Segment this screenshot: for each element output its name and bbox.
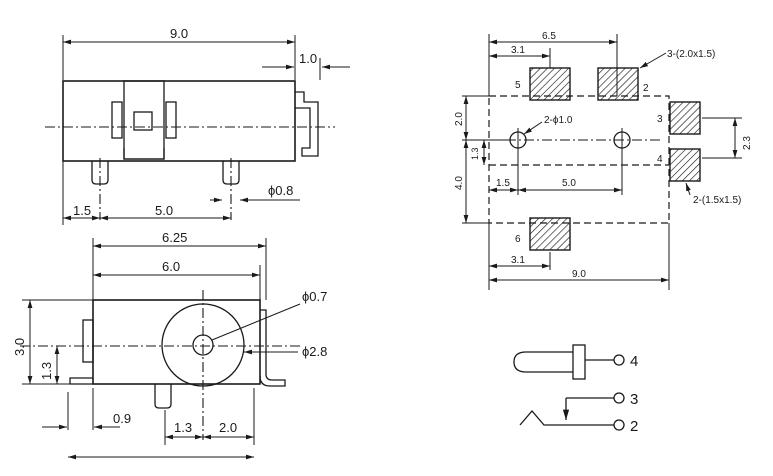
pad-4 <box>669 148 701 182</box>
fp-right-gap-label: 2.3 <box>742 136 753 150</box>
side-width-label: 9.0 <box>170 26 188 41</box>
side-view: 9.0 1.0 1.5 5.0 ϕ0.8 <box>45 26 350 225</box>
side-pin-offset-label: 1.5 <box>73 203 91 218</box>
fp-pad-spec-large: 3-(2.0x1.5) <box>667 49 715 60</box>
side-pin-diameter-label: ϕ0.8 <box>268 183 293 198</box>
front-center-offset-label: 1.3 <box>174 420 192 435</box>
pad-label-4: 4 <box>657 154 663 165</box>
fp-half-pitch-label: 3.1 <box>511 45 525 56</box>
pad-label-5: 5 <box>515 80 521 91</box>
fp-pad-spec-small: 2-(1.5x1.5) <box>693 195 741 206</box>
ring-diameter-label: ϕ2.8 <box>302 344 327 359</box>
front-view: 6.25 6.0 ϕ0.7 ϕ2.8 3.0 1.3 0.9 <box>12 230 327 460</box>
pad-2 <box>597 67 639 101</box>
front-outer-width-label: 6.25 <box>162 230 187 245</box>
fp-lower-height-label: 4.0 <box>454 176 465 190</box>
fp-hole-spec: 2-ϕ1.0 <box>544 115 573 126</box>
fp-mid-offset-label: 1.3 <box>470 147 480 160</box>
front-inner-width-label: 6.0 <box>162 259 180 274</box>
pad-6 <box>529 217 571 251</box>
front-height-label: 3.0 <box>12 338 27 356</box>
front-center-right-label: 2.0 <box>219 420 237 435</box>
fp-bottom-offset-label: 3.1 <box>511 255 525 266</box>
hole-diameter-label: ϕ0.7 <box>302 289 327 304</box>
terminal-2-label: 2 <box>630 418 638 435</box>
front-center-height-label: 1.3 <box>39 362 54 380</box>
pad-3 <box>669 101 701 135</box>
fp-pitch-label: 6.5 <box>542 31 556 42</box>
jack-schematic: 4 3 2 <box>513 344 638 435</box>
fp-top-offset-label: 2.0 <box>454 112 465 126</box>
front-pin-offset-label: 0.9 <box>113 411 131 426</box>
fp-width-label: 9.0 <box>572 269 586 280</box>
fp-hole-pitch-label: 5.0 <box>562 178 576 189</box>
terminal-3-label: 3 <box>630 391 638 408</box>
fp-hole-left-label: 1.5 <box>496 178 510 189</box>
pcb-footprint: 6.5 3.1 3-(2.0x1.5) 5 2 3 4 6 2-ϕ1.0 2.0… <box>454 31 753 290</box>
side-pin-pitch-label: 5.0 <box>155 203 173 218</box>
pad-label-3: 3 <box>657 114 663 125</box>
pad-label-2: 2 <box>643 83 649 94</box>
pad-5 <box>529 67 571 101</box>
side-protrusion-label: 1.0 <box>299 51 317 66</box>
pad-label-6: 6 <box>515 234 521 245</box>
terminal-4-label: 4 <box>630 353 638 370</box>
